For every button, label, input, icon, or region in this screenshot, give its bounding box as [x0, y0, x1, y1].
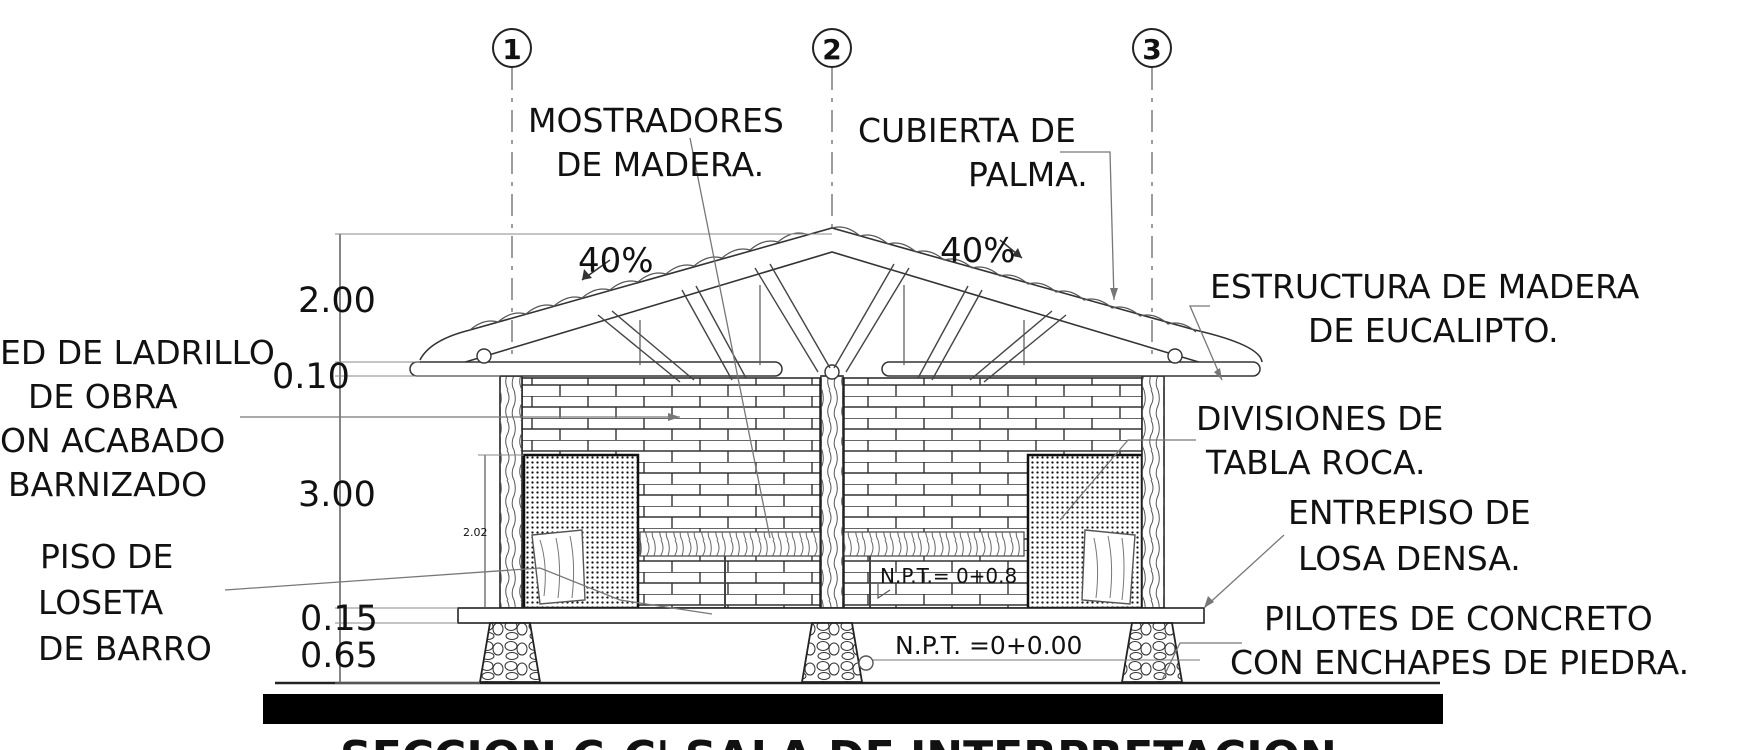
label-pilotes-1: PILOTES DE CONCRETO: [1264, 599, 1653, 638]
roof-truss: [409, 226, 1263, 383]
label-entrepiso-2: LOSA DENSA.: [1298, 539, 1521, 578]
axis-label-2: 2: [822, 33, 841, 66]
dim-wall: 3.00: [298, 475, 376, 515]
level-upper: N.P.T.= 0+0.8: [880, 564, 1017, 588]
axis-marker-1: 1: [492, 28, 532, 68]
dimension-chain: [335, 233, 832, 684]
post-3: [1141, 375, 1165, 609]
label-divisiones-2: TABLA ROCA.: [1205, 443, 1425, 482]
dim-beam: 0.10: [272, 357, 350, 397]
pile-1: [478, 622, 542, 683]
slope-label-left: 40%: [578, 241, 654, 281]
label-divisiones-1: DIVISIONES DE: [1196, 399, 1443, 438]
axis-label-3: 3: [1142, 33, 1161, 66]
label-pared-2: DE OBRA: [28, 377, 178, 416]
label-estructura-2: DE EUCALIPTO.: [1308, 311, 1559, 350]
pile-2: [800, 622, 864, 683]
label-cubierta-1: CUBIERTA DE: [858, 111, 1076, 150]
axis-lines: [511, 68, 1153, 390]
dim-pile: 0.65: [300, 636, 378, 676]
level-lower: N.P.T. =0+0.00: [895, 631, 1082, 660]
label-pilotes-2: CON ENCHAPES DE PIEDRA.: [1230, 643, 1689, 682]
dim-roof: 2.00: [298, 281, 376, 321]
counter-left: [639, 531, 821, 608]
label-entrepiso-1: ENTREPISO DE: [1288, 493, 1531, 532]
axis-label-1: 1: [502, 33, 521, 66]
floor-slab: [457, 607, 1205, 624]
label-pared-4: BARNIZADO: [8, 465, 207, 504]
label-estructura-1: ESTRUCTURA DE MADERA: [1210, 267, 1640, 306]
label-piso-2: LOSETA: [38, 583, 164, 622]
leader-lines: [224, 137, 1285, 681]
axis-marker-2: 2: [812, 28, 852, 68]
label-pared-3: ON ACABADO: [0, 421, 225, 460]
slope-label-right: 40%: [940, 231, 1016, 271]
label-mostradores-1: MOSTRADORES: [528, 101, 784, 140]
label-cubierta-2: PALMA.: [968, 155, 1088, 194]
dim-slab: 0.15: [300, 599, 378, 639]
section-title: SECCION C-C' SALA DE INTERPRETACION: [340, 732, 1337, 750]
post-2: [820, 375, 844, 609]
post-1: [499, 375, 523, 609]
label-piso-3: DE BARRO: [38, 629, 212, 668]
ground-slab: [263, 694, 1443, 724]
door-height-label: 2.02: [463, 526, 488, 539]
chair-left: [531, 529, 586, 605]
label-piso-1: PISO DE: [40, 537, 173, 576]
label-pared-1: ED DE LADRILLO: [0, 333, 275, 372]
chair-right: [1081, 529, 1136, 605]
counter-right: [843, 531, 1025, 608]
axis-marker-3: 3: [1132, 28, 1172, 68]
pile-3: [1120, 622, 1184, 683]
label-mostradores-2: DE MADERA.: [556, 145, 764, 184]
